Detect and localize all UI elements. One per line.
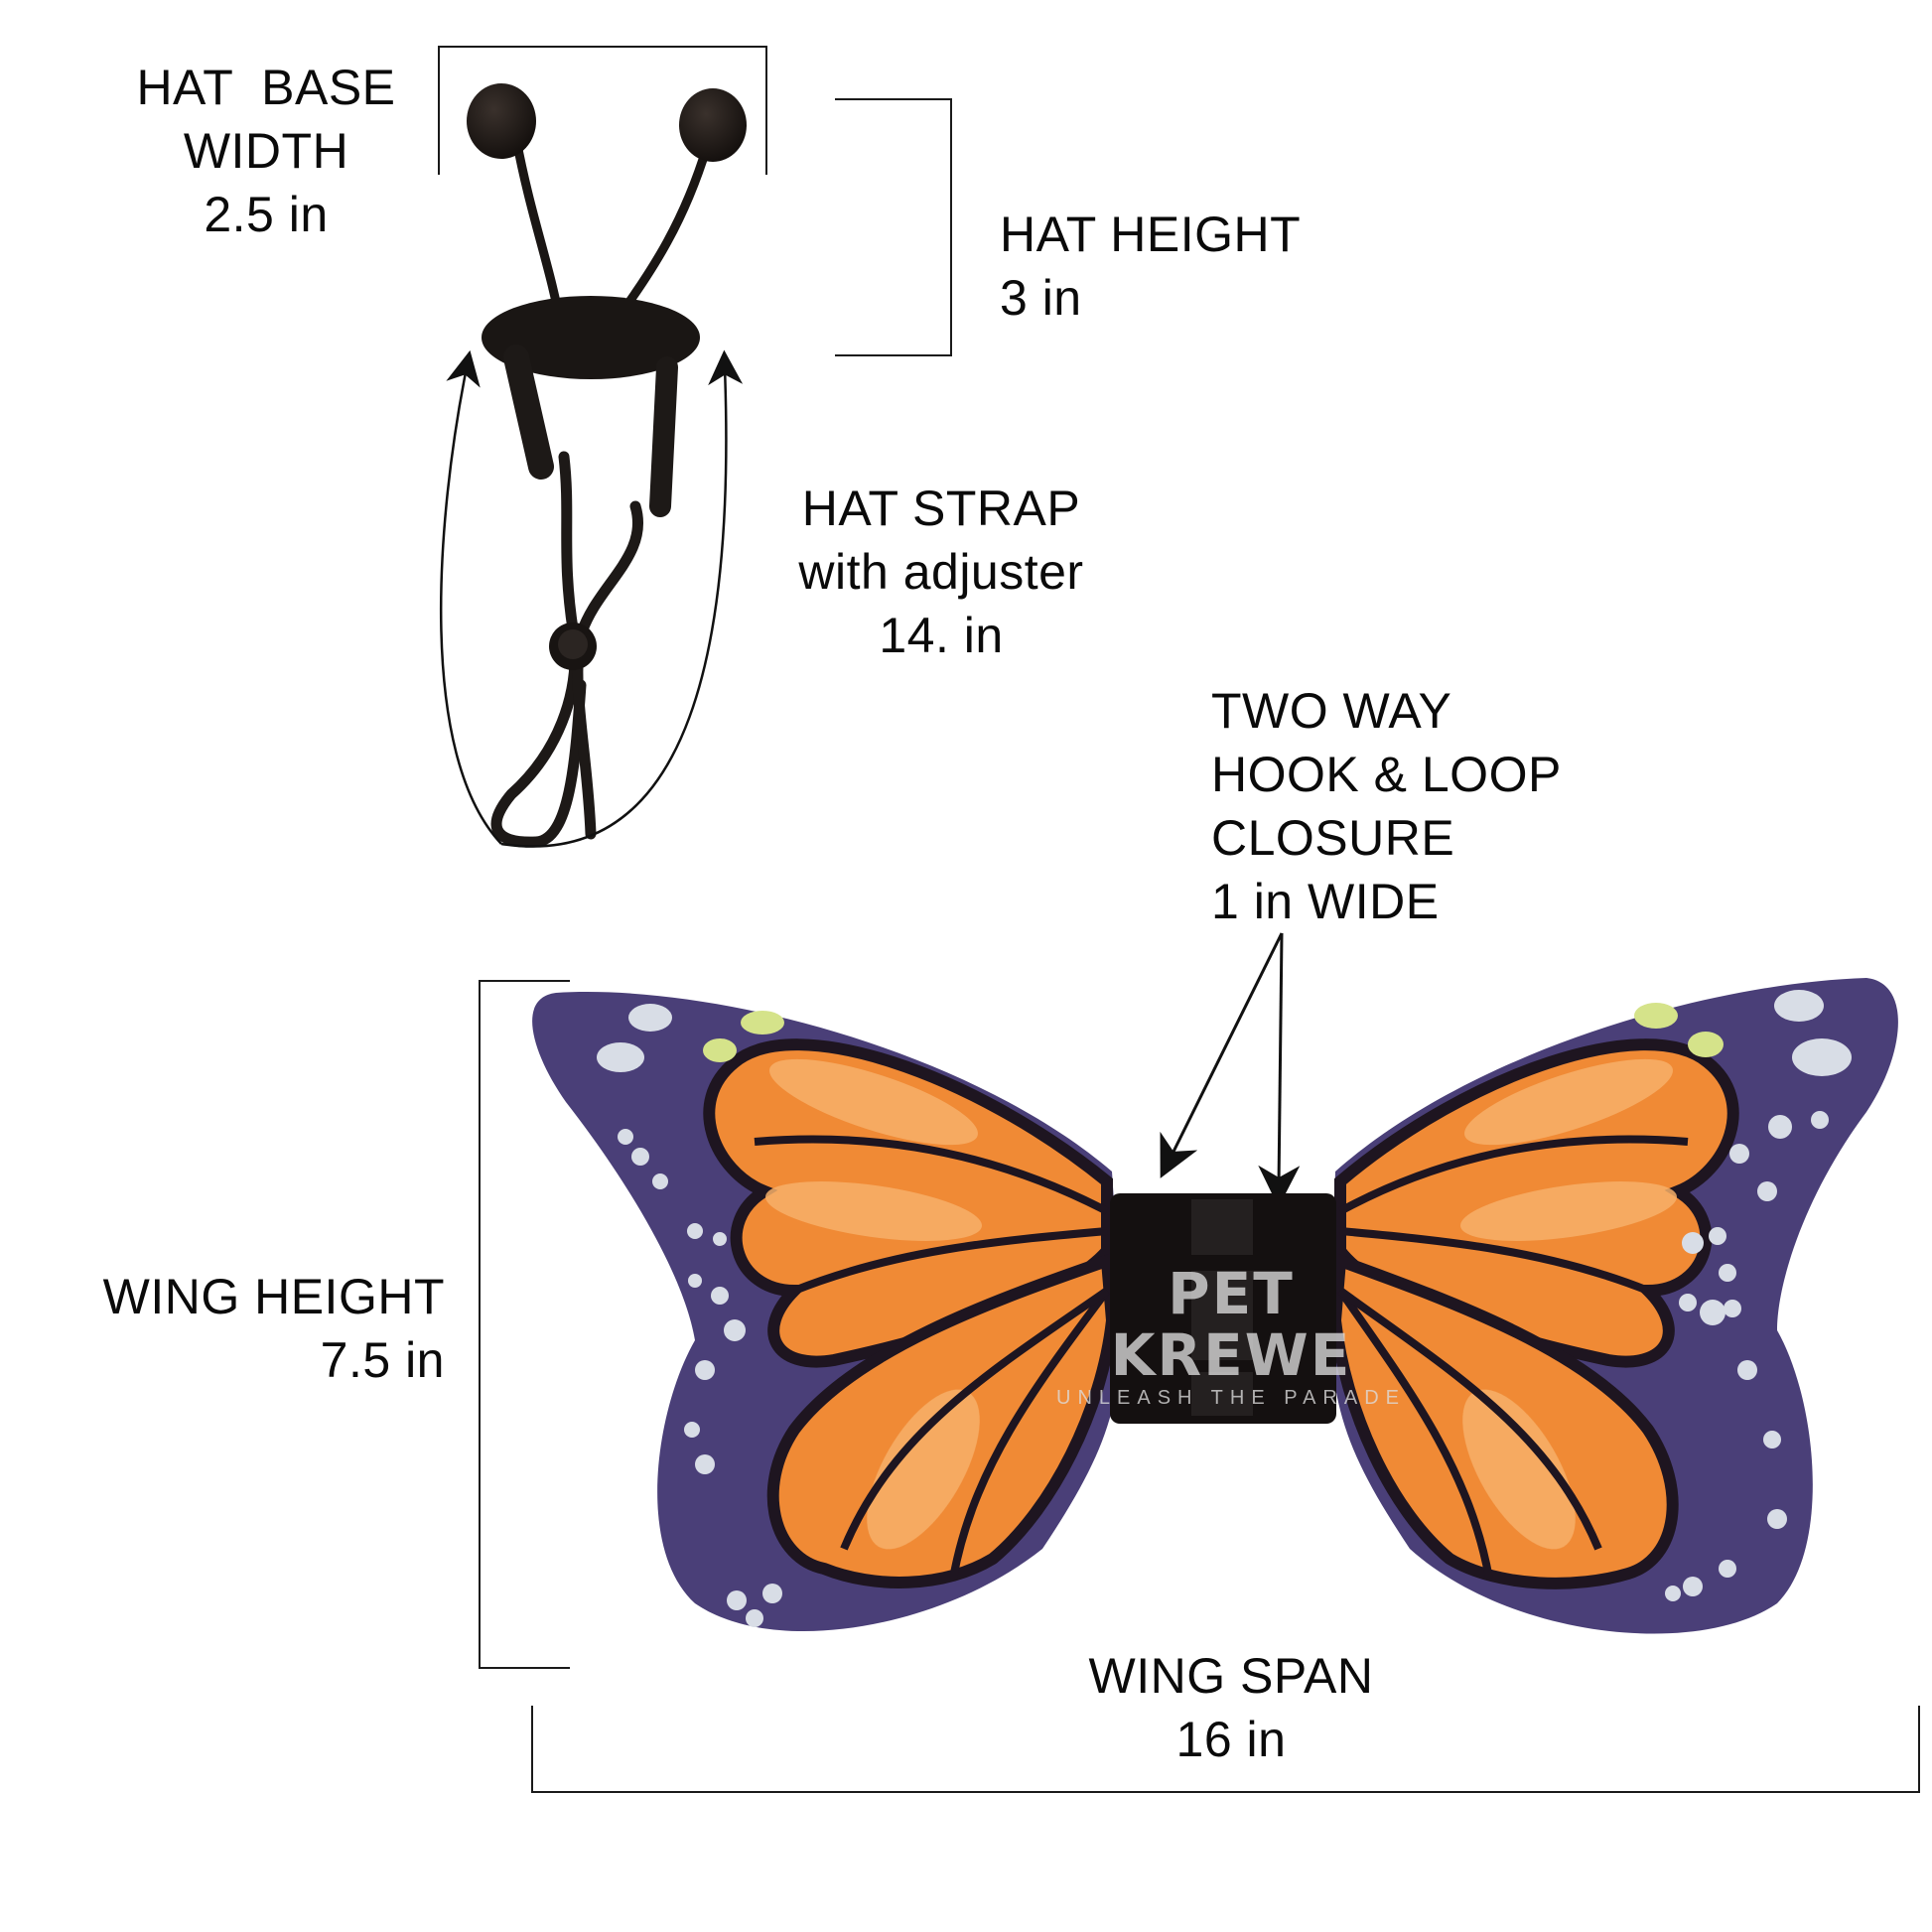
wing-span-label: WING SPAN 16 in: [1033, 1644, 1430, 1771]
closure-arrow-right: [1258, 932, 1301, 1207]
watermark-brand: PET KREWE: [1110, 1260, 1352, 1389]
hat-base-bracket-left: [438, 46, 440, 175]
hat-strap-label: HAT STRAP with adjuster 14. in: [762, 477, 1120, 667]
wing-height-bracket-top: [479, 980, 570, 982]
wing-span-value: 16 in: [1175, 1712, 1287, 1767]
hat-base: [482, 296, 700, 379]
hat-base-width-line1: HAT BASE: [136, 60, 396, 115]
closure-label: TWO WAY HOOK & LOOP CLOSURE 1 in WIDE: [1211, 679, 1562, 933]
wing-height-bracket-side: [479, 980, 481, 1669]
hat-strap-line2: with adjuster: [798, 544, 1084, 600]
strap-arrow-left: [439, 349, 502, 845]
hat-height-bracket-top: [835, 98, 952, 100]
hat-base-width-label: HAT BASE WIDTH 2.5 in: [117, 56, 415, 246]
hat-base-bracket-right: [765, 46, 767, 175]
wing-span-line1: WING SPAN: [1088, 1648, 1374, 1704]
wing-height-bracket-bottom: [479, 1667, 570, 1669]
hat-strap-value: 14. in: [879, 608, 1004, 663]
wing-height-value: 7.5 in: [320, 1332, 445, 1388]
strap-arrow-right: [500, 349, 744, 848]
hat-height-bracket-side: [950, 98, 952, 356]
butterfly-wings: [532, 978, 1898, 1634]
wing-span-bracket-right: [1918, 1706, 1920, 1793]
hat-height-line1: HAT HEIGHT: [1000, 207, 1302, 262]
closure-line1: TWO WAY: [1211, 683, 1452, 739]
hat-antenna: [467, 83, 747, 331]
watermark-tagline: UNLEASH THE PARADE: [1056, 1387, 1406, 1409]
hat-height-label: HAT HEIGHT 3 in: [1000, 203, 1301, 330]
closure-line4: 1 in WIDE: [1211, 874, 1440, 929]
wing-span-bracket-bottom: [531, 1791, 1920, 1793]
wing-span-bracket-left: [531, 1706, 533, 1793]
hat-base-bracket-top: [438, 46, 767, 48]
closure-line3: CLOSURE: [1211, 810, 1455, 866]
hat-height-value: 3 in: [1000, 270, 1082, 326]
wing-height-line1: WING HEIGHT: [102, 1269, 445, 1324]
closure-line2: HOOK & LOOP: [1211, 747, 1562, 802]
closure-arrow-left: [1160, 932, 1284, 1178]
hat-strap: [490, 345, 678, 848]
hat-base-width-value: 2.5 in: [204, 187, 329, 242]
wing-height-label: WING HEIGHT 7.5 in: [40, 1265, 445, 1392]
hat-base-width-line2: WIDTH: [183, 123, 349, 179]
brand-watermark: PET KREWE UNLEASH THE PARADE: [1042, 1263, 1420, 1410]
hat-strap-line1: HAT STRAP: [801, 481, 1081, 536]
hat-height-bracket-bottom: [835, 354, 952, 356]
